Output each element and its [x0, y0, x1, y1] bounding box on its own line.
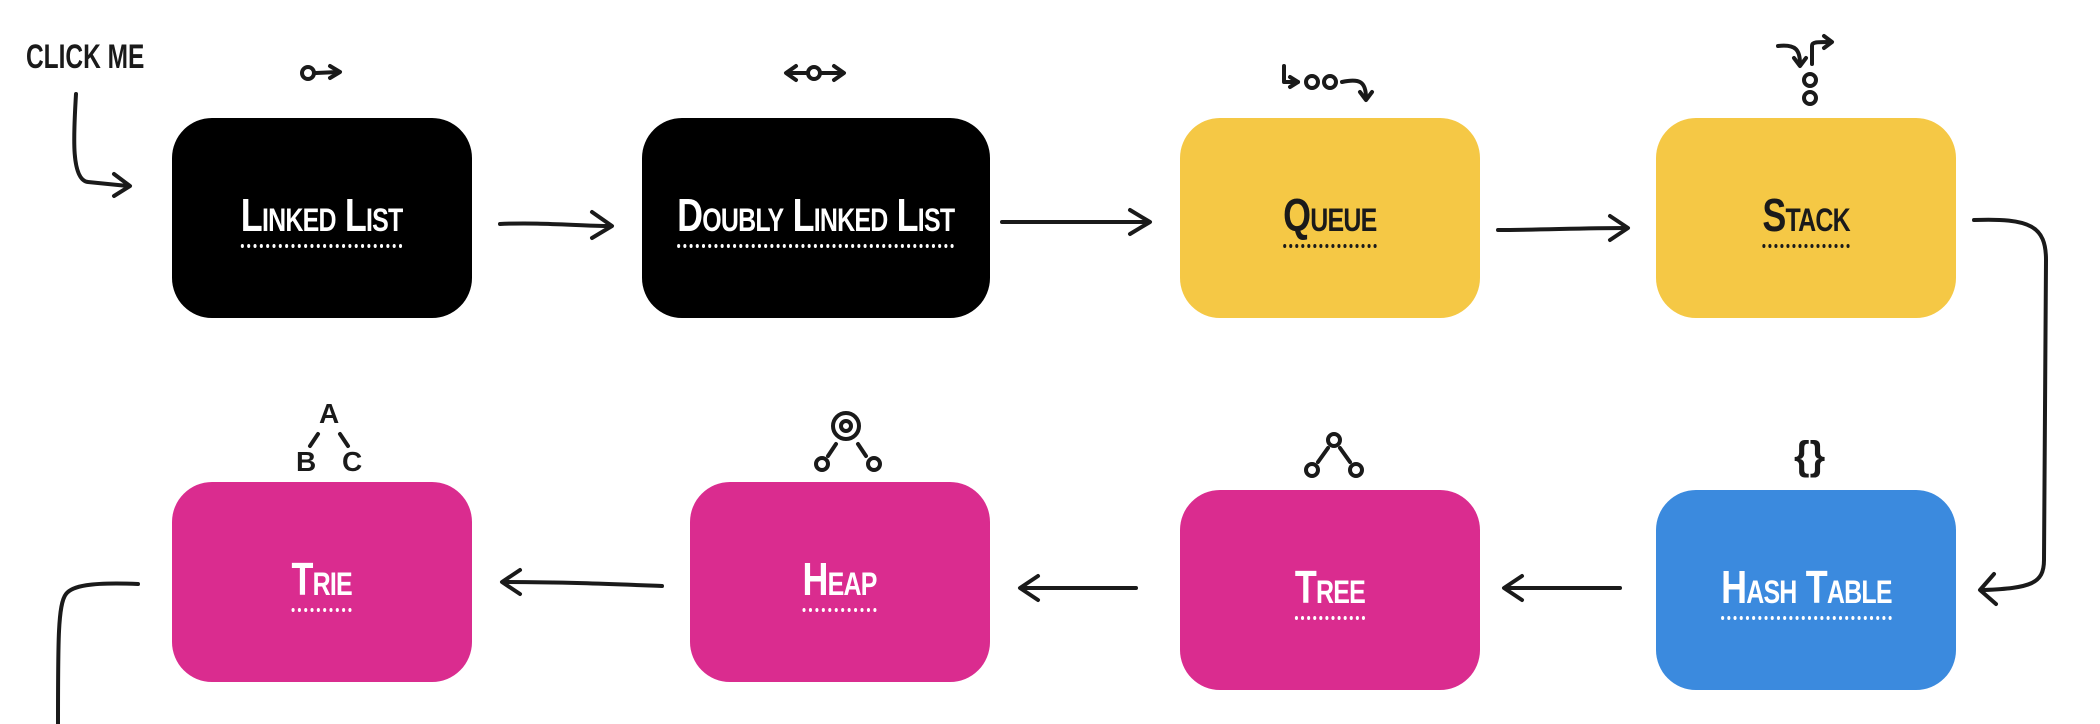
arrow-hash-to-tree — [1502, 574, 1622, 602]
stack-label: Stack — [1762, 188, 1851, 248]
heap-node[interactable]: Heap — [690, 482, 990, 682]
arrow-stack-to-hash-table — [1972, 217, 2048, 606]
click-me-label[interactable]: CLICK ME — [26, 38, 145, 76]
doubly-linked-list-icon — [784, 64, 846, 82]
hash-table-label: Hash Table — [1720, 560, 1892, 620]
arrow-heap-to-trie — [500, 568, 664, 596]
arrow-trie-continue — [56, 581, 140, 724]
trie-label: Trie — [291, 552, 353, 612]
trie-letter-c: C — [342, 446, 363, 477]
heap-label: Heap — [802, 552, 878, 612]
heap-icon — [814, 411, 882, 472]
trie-node[interactable]: Trie — [172, 482, 472, 682]
tree-node[interactable]: Tree — [1180, 490, 1480, 690]
hash-table-node[interactable]: Hash Table — [1656, 490, 1956, 690]
trie-letter-b: B — [296, 446, 317, 477]
arrow-queue-to-stack — [1496, 214, 1630, 242]
arrow-tree-to-heap — [1018, 574, 1138, 602]
queue-node[interactable]: Queue — [1180, 118, 1480, 318]
linked-list-node[interactable]: Linked List — [172, 118, 472, 318]
queue-label: Queue — [1283, 188, 1377, 248]
arrow-linked-to-doubly — [498, 210, 614, 240]
hash-table-icon: {} — [1794, 434, 1826, 478]
queue-icon — [1282, 64, 1374, 102]
stack-node[interactable]: Stack — [1656, 118, 1956, 318]
tree-label: Tree — [1294, 560, 1366, 620]
click-me-arrow — [72, 92, 132, 198]
linked-list-label: Linked List — [241, 188, 404, 248]
tree-icon — [1304, 432, 1364, 478]
trie-letter-a: A — [319, 398, 340, 429]
arrow-doubly-to-queue — [1000, 208, 1152, 236]
linked-list-icon — [300, 64, 342, 81]
doubly-linked-list-label: Doubly Linked List — [677, 188, 955, 248]
trie-icon-lines — [308, 432, 350, 448]
doubly-linked-list-node[interactable]: Doubly Linked List — [642, 118, 990, 318]
stack-icon — [1776, 34, 1834, 106]
